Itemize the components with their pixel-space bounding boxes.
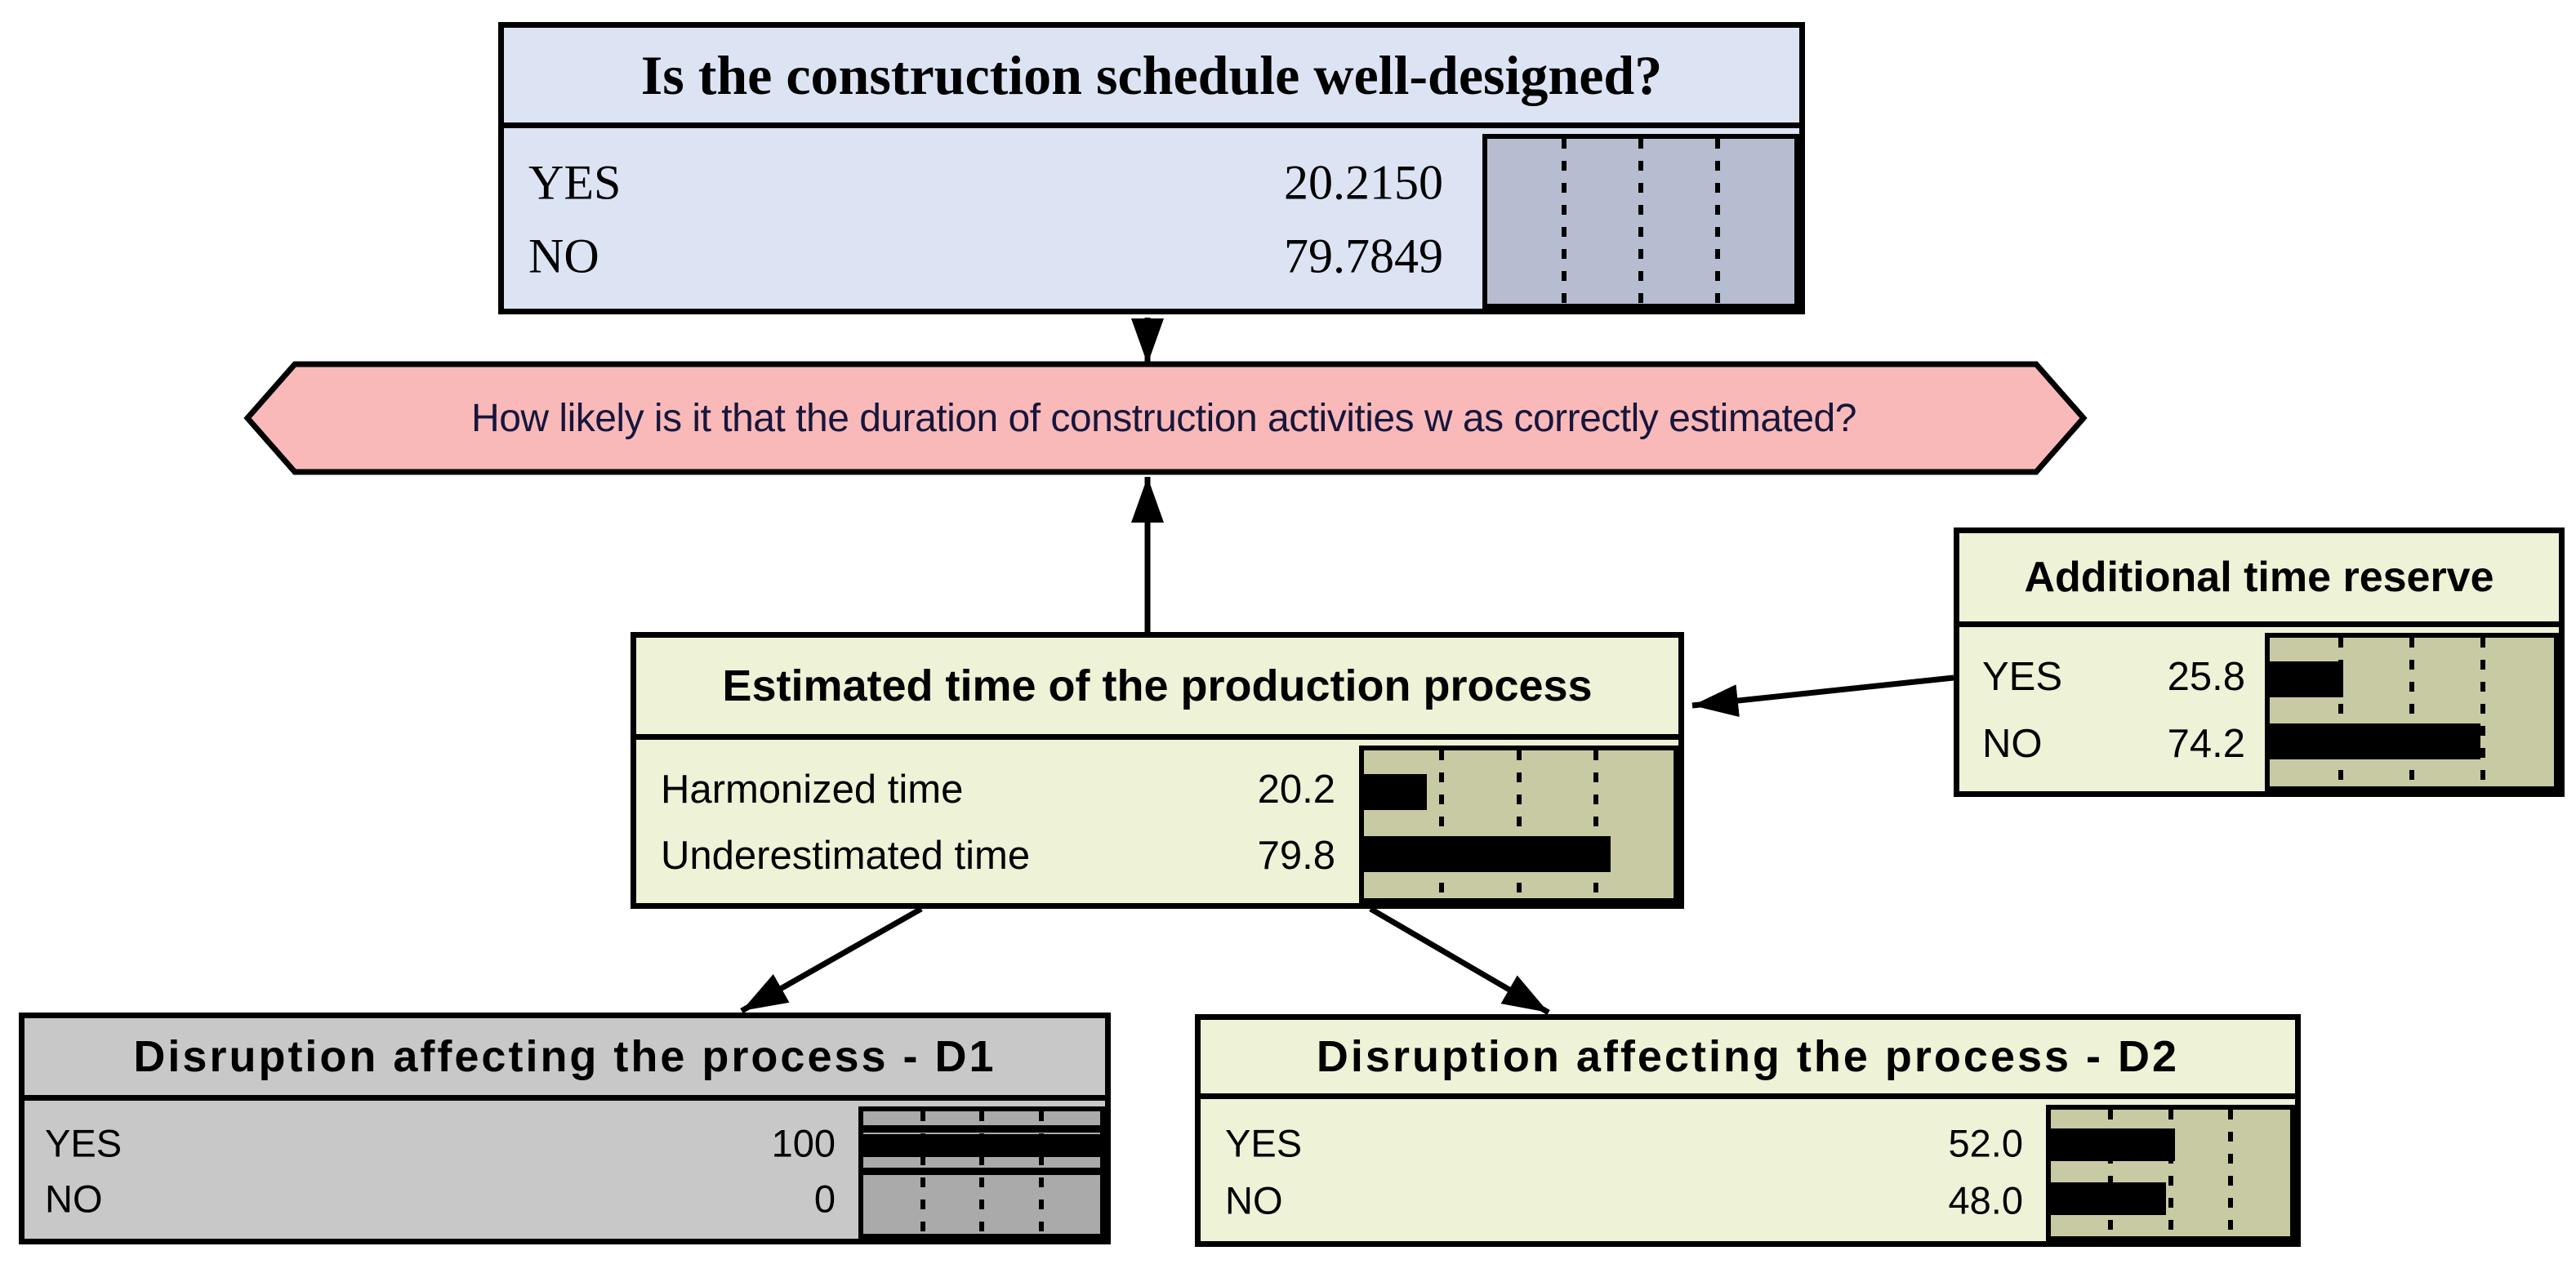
state-value: 79.7849 — [1284, 229, 1443, 283]
node-title: Disruption affecting the process - D1 — [25, 1018, 1105, 1101]
state-row: YES 52.0 — [1201, 1120, 2023, 1165]
edge-estimated-to-d1 — [740, 906, 923, 1014]
gridline — [1438, 750, 1444, 898]
state-row: NO 74.2 — [1959, 721, 2245, 767]
state-value: 25.8 — [2167, 655, 2245, 700]
state-row: NO 79.7849 — [504, 228, 1443, 284]
belief-bar-area — [1482, 134, 1799, 309]
probability-bar — [863, 1134, 1100, 1157]
state-label: NO — [1982, 721, 2043, 766]
state-value: 20.2 — [1257, 768, 1335, 812]
node-title: Disruption affecting the process - D2 — [1201, 1020, 2295, 1099]
probability-bar — [2051, 1182, 2166, 1215]
state-label: Harmonized time — [661, 768, 964, 812]
state-row: NO 48.0 — [1201, 1177, 2023, 1222]
gridline — [2480, 638, 2485, 786]
node-disruption-d1[interactable]: Disruption affecting the process - D1 YE… — [19, 1013, 1111, 1244]
state-row: YES 20.2150 — [504, 154, 1443, 211]
state-row: NO 0 — [25, 1177, 836, 1222]
state-row: YES 100 — [25, 1121, 836, 1166]
state-label: YES — [528, 155, 622, 210]
node-additional-time-reserve[interactable]: Additional time reserve YES 25.8 NO 74.2 — [1954, 527, 2565, 797]
edge-estimated-to-d2 — [1369, 906, 1550, 1016]
belief-bar-area — [2046, 1105, 2295, 1241]
probability-bar — [1364, 835, 1611, 872]
node-body: YES 20.2150 NO 79.7849 — [504, 134, 1799, 309]
gridline — [2168, 1110, 2173, 1236]
gridline — [1638, 139, 1643, 304]
belief-bar-area — [858, 1106, 1105, 1239]
state-value: 48.0 — [1948, 1178, 2023, 1222]
gridline — [2227, 1110, 2233, 1236]
full-bar-edge-line — [863, 1124, 1100, 1133]
node-title: Additional time reserve — [1959, 533, 2559, 627]
node-body: YES 25.8 NO 74.2 — [1959, 633, 2559, 791]
state-value: 20.2150 — [1284, 155, 1443, 210]
gridline — [1516, 750, 1522, 898]
node-body: Harmonized time 20.2 Underestimated time… — [636, 746, 1678, 903]
state-label: NO — [45, 1177, 103, 1221]
state-label: YES — [1225, 1121, 1303, 1165]
node-estimated-time[interactable]: Estimated time of the production process… — [631, 632, 1684, 909]
gridline — [2338, 638, 2343, 786]
node-body: YES 100 NO 0 — [25, 1106, 1105, 1239]
state-value: 52.0 — [1948, 1121, 2023, 1165]
state-row: Underestimated time 79.8 — [636, 833, 1335, 879]
gridline — [1562, 139, 1567, 304]
state-label: YES — [45, 1121, 123, 1165]
node-construction-schedule[interactable]: Is the construction schedule well-design… — [498, 22, 1805, 314]
belief-bar-area — [1359, 746, 1678, 903]
state-value: 100 — [771, 1121, 836, 1165]
probability-bar — [1364, 773, 1427, 810]
gridline — [1715, 139, 1720, 304]
edge-additional-to-estimated — [1691, 674, 1954, 717]
node-body: YES 52.0 NO 48.0 — [1201, 1105, 2295, 1241]
state-value: 74.2 — [2167, 721, 2245, 766]
node-disruption-d2[interactable]: Disruption affecting the process - D2 YE… — [1195, 1014, 2301, 1247]
probability-bar — [2051, 1128, 2176, 1162]
probability-bar — [2270, 723, 2481, 760]
state-row: Harmonized time 20.2 — [636, 767, 1335, 812]
node-title: Is the construction schedule well-design… — [504, 28, 1799, 128]
state-value: 79.8 — [1257, 834, 1335, 879]
state-label: NO — [528, 229, 599, 283]
gridline — [2108, 1110, 2114, 1236]
gridline — [1593, 750, 1599, 898]
state-label: NO — [1225, 1178, 1283, 1222]
belief-bar-area — [2265, 633, 2559, 791]
state-label: YES — [1982, 655, 2063, 700]
node-title: Estimated time of the production process — [636, 638, 1678, 740]
probability-bar — [2270, 661, 2343, 697]
state-label: Underestimated time — [661, 834, 1031, 879]
state-value: 0 — [813, 1177, 836, 1221]
state-row: YES 25.8 — [1959, 654, 2245, 700]
gridline — [2409, 638, 2414, 786]
full-bar-edge-line — [863, 1168, 1100, 1175]
question-hexagon-label: How likely is it that the duration of co… — [471, 396, 1856, 440]
